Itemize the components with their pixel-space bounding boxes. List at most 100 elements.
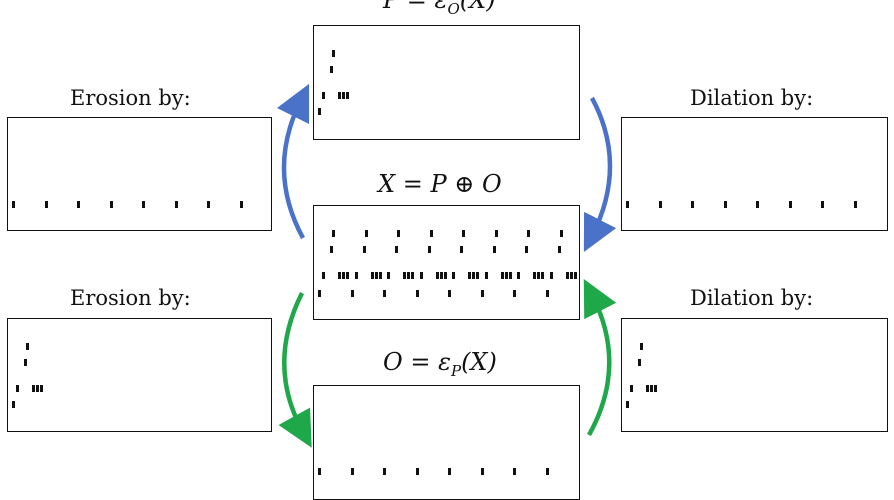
pattern-mark bbox=[16, 385, 19, 392]
pattern-mark bbox=[40, 385, 43, 392]
occurrence-mark bbox=[207, 201, 210, 208]
erosion-label-bottom: Erosion by: bbox=[70, 286, 191, 310]
signal-mark bbox=[559, 230, 563, 237]
signal-mark bbox=[541, 272, 544, 279]
dilation-top-box bbox=[621, 117, 888, 231]
dilation-bottom-box bbox=[621, 318, 888, 432]
pattern-mark bbox=[346, 92, 349, 99]
occurrence-mark bbox=[383, 468, 386, 475]
signal-mark bbox=[527, 230, 530, 237]
signal-mark bbox=[573, 272, 577, 279]
signal-mark bbox=[322, 272, 325, 279]
equation-x: X = P ⊕ O bbox=[378, 170, 502, 198]
signal-mark bbox=[462, 230, 465, 237]
signal-mark bbox=[350, 290, 354, 297]
arrow-left-blue bbox=[276, 83, 310, 240]
arrow-right-green bbox=[583, 278, 617, 437]
signal-mark bbox=[338, 272, 341, 279]
signal-mark bbox=[494, 230, 498, 237]
occurrence-mark bbox=[350, 468, 354, 475]
occurrence-mark bbox=[239, 201, 243, 208]
signal-mark bbox=[557, 246, 561, 253]
signal-mark bbox=[565, 272, 569, 279]
occurrence-mark bbox=[723, 201, 727, 208]
occurrence-mark bbox=[174, 201, 178, 208]
signal-mark bbox=[500, 272, 504, 279]
pattern-mark bbox=[638, 359, 641, 366]
signal-mark bbox=[504, 272, 508, 279]
signal-mark bbox=[411, 272, 414, 279]
pattern-mark bbox=[646, 385, 649, 392]
signal-mark bbox=[492, 246, 496, 253]
arrows-layer bbox=[276, 83, 617, 448]
occurrence-mark bbox=[513, 468, 516, 475]
signal-mark bbox=[448, 290, 451, 297]
signal-mark bbox=[517, 272, 520, 279]
pattern-mark bbox=[654, 385, 657, 392]
arrow-left-green bbox=[278, 291, 312, 448]
signal-mark bbox=[354, 272, 358, 279]
occurrence-mark bbox=[77, 201, 80, 208]
erosion-label-top: Erosion by: bbox=[70, 86, 191, 110]
signal-mark bbox=[513, 290, 516, 297]
signal-mark bbox=[330, 246, 333, 253]
occurrence-mark bbox=[415, 468, 419, 475]
signal-mark bbox=[460, 246, 463, 253]
pattern-mark bbox=[332, 50, 335, 57]
occurrence-mark bbox=[691, 201, 694, 208]
pattern-mark bbox=[12, 401, 15, 408]
pattern-mark bbox=[322, 92, 325, 99]
signal-mark bbox=[378, 272, 382, 279]
signal-mark bbox=[525, 246, 528, 253]
signal-mark bbox=[318, 290, 321, 297]
signal-mark bbox=[342, 272, 345, 279]
signal-mark bbox=[443, 272, 447, 279]
pattern-p-box bbox=[313, 25, 580, 140]
occurrence-mark bbox=[756, 201, 759, 208]
signal-mark bbox=[452, 272, 455, 279]
pattern-mark bbox=[318, 108, 321, 115]
signal-mark bbox=[387, 272, 390, 279]
signal-mark bbox=[332, 230, 335, 237]
signal-mark bbox=[427, 246, 431, 253]
signal-x-box bbox=[313, 205, 580, 320]
occurrence-mark bbox=[44, 201, 48, 208]
dilation-label-top: Dilation by: bbox=[690, 86, 814, 110]
occurrence-mark bbox=[545, 468, 549, 475]
signal-mark bbox=[362, 246, 366, 253]
signal-mark bbox=[364, 230, 368, 237]
erosion-bottom-box bbox=[7, 318, 272, 432]
signal-mark bbox=[370, 272, 374, 279]
arrow-right-blue bbox=[583, 96, 617, 253]
erosion-top-box bbox=[7, 117, 272, 231]
pattern-mark bbox=[342, 92, 345, 99]
signal-mark bbox=[533, 272, 536, 279]
occurrence-o-box bbox=[313, 385, 580, 500]
occurrence-mark bbox=[12, 201, 15, 208]
signal-mark bbox=[480, 290, 484, 297]
occurrence-mark bbox=[853, 201, 857, 208]
occurrence-mark bbox=[626, 201, 629, 208]
pattern-mark bbox=[32, 385, 35, 392]
pattern-mark bbox=[626, 401, 629, 408]
dilation-label-bottom: Dilation by: bbox=[690, 286, 814, 310]
signal-mark bbox=[537, 272, 540, 279]
signal-mark bbox=[403, 272, 406, 279]
signal-mark bbox=[346, 272, 349, 279]
occurrence-mark bbox=[448, 468, 451, 475]
occurrence-mark bbox=[480, 468, 484, 475]
pattern-mark bbox=[338, 92, 341, 99]
equation-o: O = εP(X) bbox=[383, 348, 497, 380]
signal-mark bbox=[374, 272, 378, 279]
signal-mark bbox=[569, 272, 573, 279]
signal-mark bbox=[435, 272, 439, 279]
signal-mark bbox=[508, 272, 512, 279]
signal-mark bbox=[407, 272, 410, 279]
occurrence-mark bbox=[788, 201, 792, 208]
signal-mark bbox=[439, 272, 443, 279]
pattern-mark bbox=[36, 385, 39, 392]
signal-mark bbox=[472, 272, 475, 279]
pattern-mark bbox=[24, 359, 27, 366]
signal-mark bbox=[395, 246, 398, 253]
pattern-mark bbox=[650, 385, 653, 392]
